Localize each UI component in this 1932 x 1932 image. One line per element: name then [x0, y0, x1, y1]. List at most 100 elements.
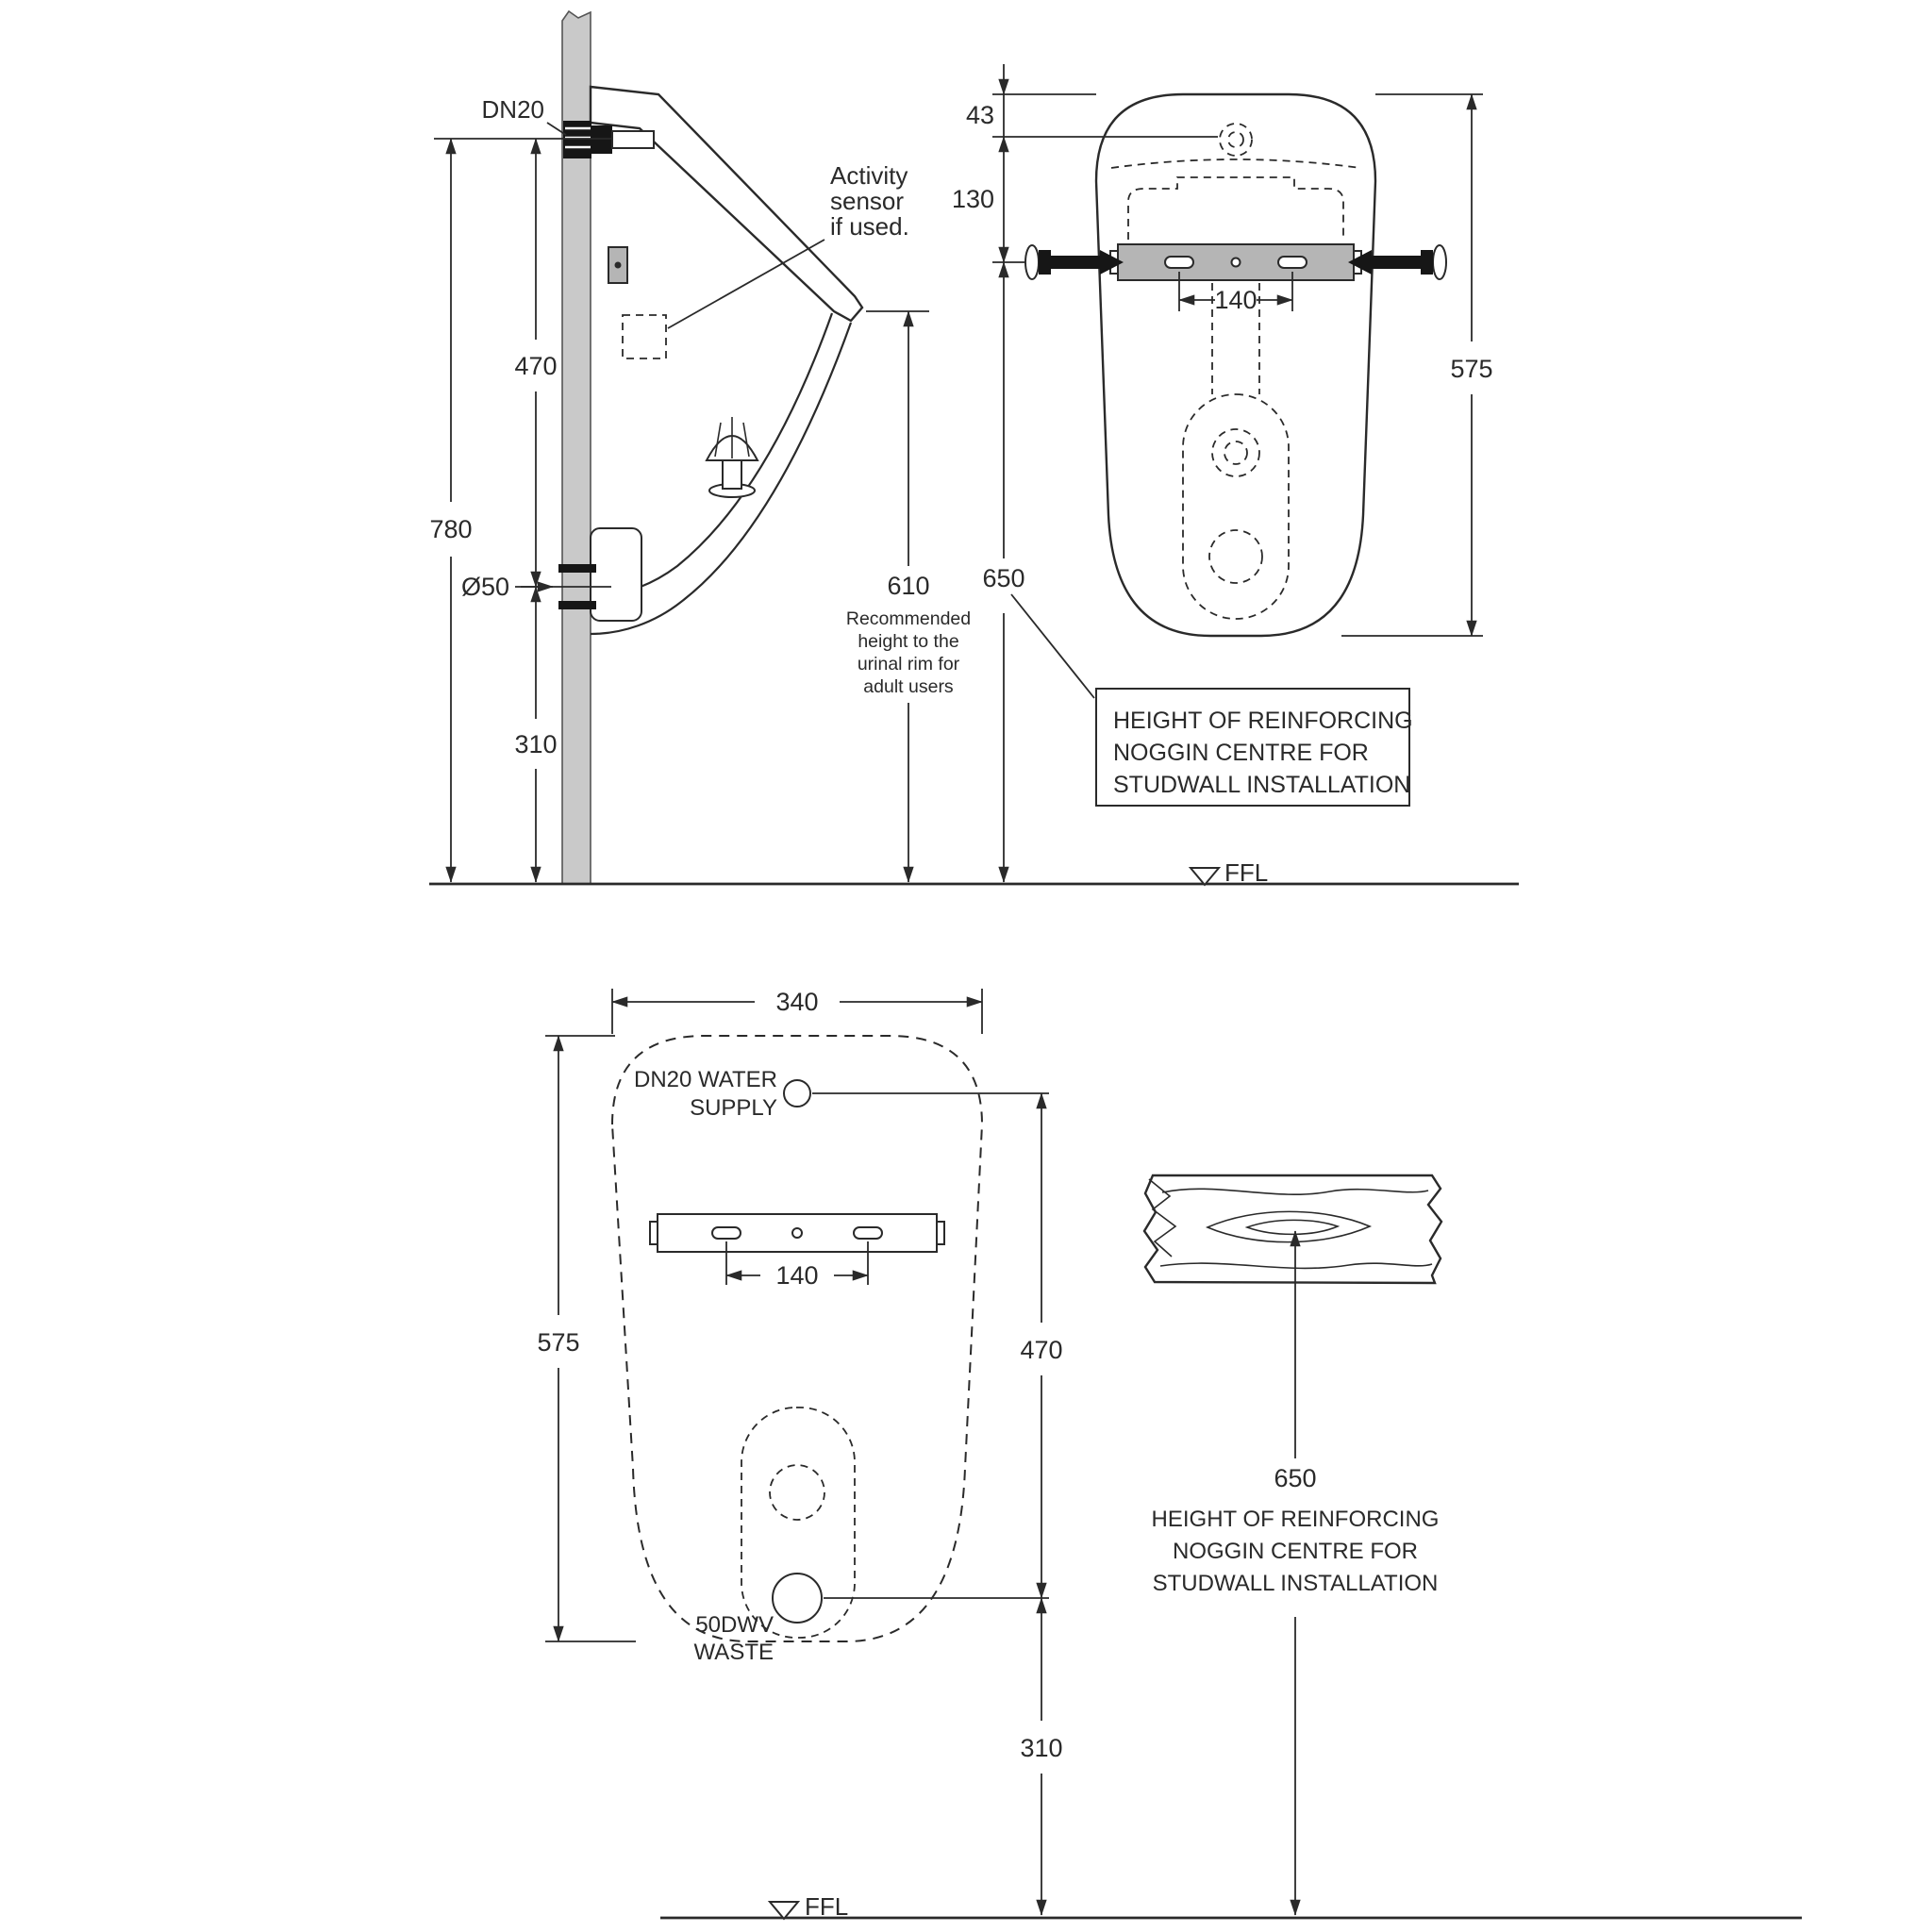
- dim-310-label: 310: [514, 730, 557, 758]
- spreader-hidden-line: [1127, 176, 1344, 240]
- bolt-shaft: [1369, 256, 1433, 269]
- note-box-frame: [1095, 688, 1410, 807]
- wood-grain-line: [1161, 1188, 1429, 1195]
- water-supply-label-line1: DN20 WATER: [634, 1067, 777, 1092]
- waste-label-line1: 50DWV: [695, 1612, 774, 1638]
- rim-note-line3: urinal rim for: [858, 654, 960, 675]
- inlet-hole-hidden-inner: [1227, 131, 1244, 148]
- inlet-pipe: [611, 130, 655, 149]
- ffl-line-upper: FFL: [429, 858, 1519, 887]
- waste-pipe-upper-wall: [558, 564, 596, 573]
- bracket-end-tab: [936, 1221, 945, 1245]
- dim-470-310-chain: 470 310: [514, 138, 611, 883]
- dim-470-label: 470: [1020, 1336, 1062, 1364]
- dim-780-label: 780: [429, 515, 472, 543]
- strainer-ribs: [714, 417, 750, 458]
- bracket-end-tab: [649, 1221, 658, 1245]
- sensor-leader-line: [667, 239, 825, 329]
- dim-610: 610 Recommended height to the urinal rim…: [846, 310, 971, 883]
- dim-140-label: 140: [775, 1261, 818, 1290]
- dim-575-label: 575: [537, 1328, 579, 1357]
- waste-outlet-hidden: [1208, 529, 1263, 584]
- dim-470-label: 470: [514, 352, 557, 380]
- waste-diameter-label: Ø50: [461, 573, 509, 601]
- bracket-centre-hole: [791, 1227, 803, 1239]
- bracket-slot: [711, 1226, 741, 1240]
- dim-140-label: 140: [1214, 286, 1257, 314]
- dim-310-back: 310: [1020, 1597, 1063, 1916]
- front-view: 140 43 130 650 575 HEIGHT OF REINFORCIN: [952, 64, 1493, 883]
- noggin-view: 650 HEIGHT OF REINFORCING NOGGIN CENTRE …: [1142, 1174, 1443, 1916]
- dim-650-noggin: 650 HEIGHT OF REINFORCING NOGGIN CENTRE …: [1152, 1230, 1440, 1916]
- dim-470-back: 470: [824, 1092, 1063, 1599]
- fixing-bolt-left: [1024, 244, 1124, 280]
- ffl-datum-triangle: [767, 1901, 801, 1921]
- activity-sensor-zone: [622, 314, 667, 359]
- urinal-front-outline: [1094, 92, 1377, 638]
- bracket-slot: [1164, 256, 1194, 269]
- dim-575-back: 575: [537, 1035, 636, 1642]
- mounting-bracket-front: [1109, 243, 1362, 281]
- strainer-stem: [722, 459, 742, 490]
- bracket-fixing-dot: [614, 261, 622, 269]
- rim-note-line4: adult users: [863, 676, 954, 697]
- flush-rim-hidden-line: [1110, 158, 1361, 169]
- note-box-leader: [1010, 593, 1095, 699]
- ffl-line-lower: FFL: [660, 1892, 1802, 1921]
- washer: [1024, 244, 1040, 280]
- bracket-slot: [1277, 256, 1307, 269]
- waste-channel-hidden: [1182, 393, 1290, 620]
- waste-trap: [590, 527, 642, 622]
- rim-note-line2: height to the: [858, 631, 958, 652]
- wood-grain-lens-inner: [1244, 1219, 1341, 1236]
- dn20-inlet-fitting: [563, 121, 655, 158]
- urinal-back-outline: [610, 1035, 984, 1642]
- waste-flange-hidden-inner: [1224, 441, 1248, 465]
- note-line2: NOGGIN CENTRE FOR: [1113, 740, 1369, 766]
- noggin-note-box: HEIGHT OF REINFORCING NOGGIN CENTRE FOR …: [1095, 688, 1413, 807]
- ffl-label: FFL: [805, 1892, 848, 1921]
- inlet-thread: [563, 121, 591, 158]
- sensor-note-line2: sensor: [830, 187, 904, 215]
- waste-flange-hidden: [769, 1464, 825, 1521]
- waste-channel-hidden: [741, 1407, 856, 1639]
- dim-650-label: 650: [982, 564, 1024, 592]
- urinal-bowl-outer: [590, 322, 853, 636]
- mounting-bracket-back: [649, 1213, 945, 1253]
- note-line1: HEIGHT OF REINFORCING: [1113, 708, 1413, 734]
- rim-note-line1: Recommended: [846, 608, 971, 629]
- back-view: 340 DN20 WATER SUPPLY 140 575: [537, 988, 1063, 1916]
- dim-43-label: 43: [966, 101, 994, 129]
- bracket-centre-hole: [1230, 257, 1241, 268]
- dim-stack-left: 43 130 650: [952, 64, 1218, 883]
- waste-flange-hidden: [1211, 428, 1260, 477]
- note-line1: HEIGHT OF REINFORCING: [1152, 1507, 1440, 1532]
- ffl-datum-triangle: [1188, 867, 1222, 887]
- bracket-slot: [853, 1226, 883, 1240]
- inlet-hole-hidden: [1219, 123, 1253, 157]
- sensor-note-line3: if used.: [830, 212, 909, 241]
- bolt-tip: [1100, 250, 1124, 275]
- dim-140-front: 140: [1178, 272, 1293, 314]
- side-view: DN20 Activity sensor if used. 780 470 31…: [429, 9, 971, 885]
- dim-130-label: 130: [952, 185, 994, 213]
- waste-label-line2: WASTE: [694, 1640, 774, 1665]
- water-supply-label-line2: SUPPLY: [690, 1095, 777, 1121]
- inlet-leader-line: [546, 122, 567, 136]
- note-line3: STUDWALL INSTALLATION: [1153, 1571, 1439, 1596]
- dim-780: 780: [429, 138, 611, 883]
- urinal-cowl-profile: [589, 85, 864, 323]
- waste-pipe-lower-wall: [558, 601, 596, 609]
- note-line3: STUDWALL INSTALLATION: [1113, 772, 1410, 798]
- waste-hole: [772, 1573, 823, 1624]
- dim-340-label: 340: [775, 988, 818, 1016]
- dim-310-label: 310: [1020, 1734, 1062, 1762]
- inlet-label: DN20: [482, 95, 544, 124]
- bolt-tip: [1348, 250, 1372, 275]
- inlet-nut: [591, 125, 612, 154]
- timber-noggin: [1142, 1174, 1443, 1285]
- note-line2: NOGGIN CENTRE FOR: [1173, 1539, 1418, 1564]
- dim-340: 340: [611, 988, 983, 1034]
